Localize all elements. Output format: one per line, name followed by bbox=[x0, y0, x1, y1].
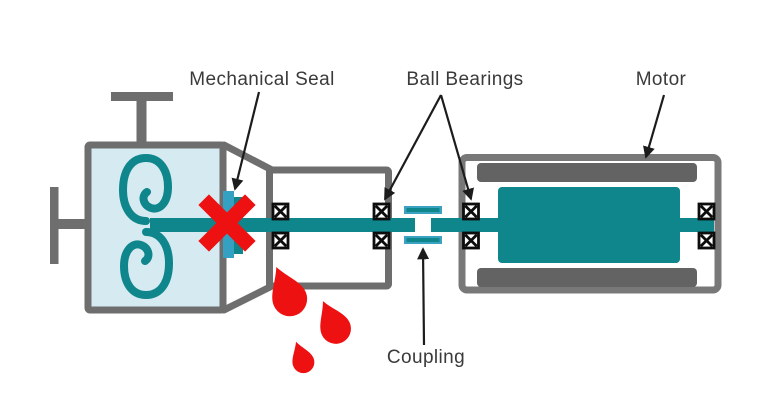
ball-bearings-label: Ball Bearings bbox=[406, 69, 523, 90]
ball-bearing-motor-right-bottom bbox=[697, 231, 716, 250]
transition-top-edge bbox=[220, 141, 276, 174]
transition-bottom-edge bbox=[220, 282, 276, 314]
motor-rotor bbox=[498, 187, 680, 263]
impeller-icon bbox=[118, 153, 174, 300]
coupling-part bbox=[404, 206, 442, 244]
coupling-label: Coupling bbox=[387, 347, 465, 368]
suction-flange-plate bbox=[50, 187, 59, 264]
ball-bearing-housing-left-bottom bbox=[271, 231, 290, 250]
ball-bearing-housing-left-top bbox=[271, 202, 290, 221]
ball-bearings-arrow-left bbox=[384, 94, 442, 201]
coupling-bottom-bar-core bbox=[406, 238, 440, 242]
motor-stator-bottom bbox=[477, 268, 697, 287]
ball-bearing-motor-left-bottom bbox=[462, 231, 480, 250]
suction-pipe bbox=[57, 219, 87, 229]
discharge-flange-plate bbox=[111, 92, 173, 101]
motor-arrow bbox=[643, 94, 666, 159]
ball-bearing-motor-left-top bbox=[462, 202, 480, 221]
ball-bearing-motor-right-top bbox=[697, 202, 716, 221]
mechanical-seal-arrow bbox=[231, 91, 261, 191]
mechanical-seal-label: Mechanical Seal bbox=[189, 69, 334, 90]
motor-label: Motor bbox=[636, 69, 687, 90]
suction-flange bbox=[50, 187, 87, 264]
ball-bearings-arrow-right bbox=[439, 94, 474, 201]
red-x-icon bbox=[198, 194, 256, 252]
discharge-pipe bbox=[111, 92, 173, 147]
motor-stator-top bbox=[477, 163, 697, 182]
leak-drop-icon-small bbox=[285, 338, 318, 377]
discharge-pipe-stem bbox=[136, 99, 147, 147]
coupling-top-bar-core bbox=[406, 208, 440, 212]
ball-bearing-housing-right-top bbox=[372, 202, 391, 221]
ball-bearing-housing-right-bottom bbox=[372, 231, 391, 250]
coupling-arrow bbox=[417, 247, 430, 346]
leak-drop-icon-medium bbox=[309, 294, 356, 349]
